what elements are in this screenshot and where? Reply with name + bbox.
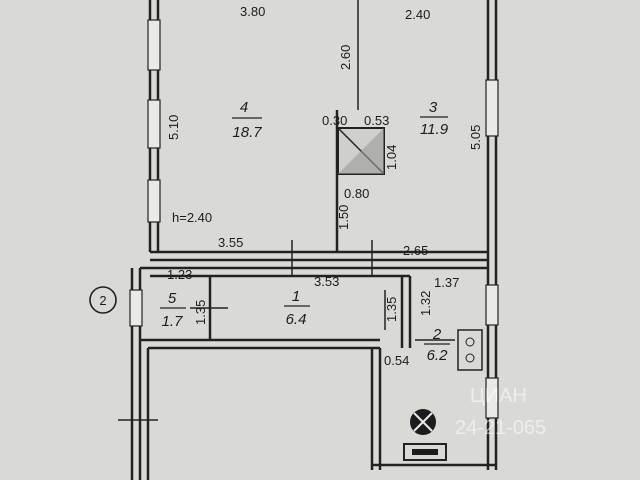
room-4-area: 18.7 xyxy=(232,124,262,141)
stove xyxy=(457,329,483,371)
boiler-cross-b xyxy=(413,412,433,432)
dim-room1-depth: 1.35 xyxy=(384,297,399,322)
dim-right-wall: 5.05 xyxy=(468,125,483,150)
room-1-area: 6.4 xyxy=(286,311,307,328)
watermark: ЦИАН 24-21-065 xyxy=(455,385,546,439)
window-right-3 xyxy=(485,377,499,419)
dim-chimney-b: 0.53 xyxy=(364,113,389,128)
room-2-area: 6.2 xyxy=(427,347,449,364)
dim-top-left: 3.80 xyxy=(240,4,265,19)
room-1-number: 1 xyxy=(292,288,300,305)
room-4-label: 4 18.7 xyxy=(232,99,262,141)
dim-partition-upper: 2.60 xyxy=(338,45,353,70)
dim-room5-depth: 1.35 xyxy=(193,300,208,325)
section-marker: 2 xyxy=(89,286,117,314)
window-right-2 xyxy=(485,284,499,326)
dim-room5-width: 1.23 xyxy=(167,267,192,282)
room-2-number: 2 xyxy=(432,326,442,343)
dim-top-right: 2.40 xyxy=(405,7,430,22)
room-3-number: 3 xyxy=(429,99,438,116)
dim-bottom-left: 3.55 xyxy=(218,235,243,250)
room-5-label: 5 1.7 xyxy=(160,290,186,330)
window-right-1 xyxy=(485,79,499,137)
ceiling-height: h=2.40 xyxy=(172,210,212,225)
room-1-label: 1 6.4 xyxy=(284,288,310,328)
chimney xyxy=(337,127,385,175)
boiler xyxy=(403,409,447,461)
watermark-brand: ЦИАН xyxy=(470,385,527,407)
room-4-number: 4 xyxy=(240,99,248,116)
stove-outline xyxy=(457,329,483,371)
dim-left-wall: 5.10 xyxy=(166,115,181,140)
marker-circle xyxy=(89,286,117,314)
room-3-area: 11.9 xyxy=(420,121,449,138)
window-left-2 xyxy=(147,99,161,149)
window-left-3 xyxy=(147,179,161,223)
dim-room2-depth: 1.32 xyxy=(418,291,433,316)
stove-burner-1 xyxy=(465,337,475,347)
dimension-labels: 3.80 2.40 2.60 5.10 5.05 0.30 0.53 1.04 … xyxy=(166,4,483,368)
dim-room2-width: 1.37 xyxy=(434,275,459,290)
watermark-phone: 24-21-065 xyxy=(455,417,546,439)
window-annex xyxy=(129,289,143,327)
room-5-number: 5 xyxy=(168,290,177,307)
chimney-hatch xyxy=(338,128,384,174)
marker-label: 2 xyxy=(99,293,106,308)
boiler-base xyxy=(403,443,447,461)
dim-partition-lower: 1.50 xyxy=(336,205,351,230)
dimension-lines xyxy=(118,0,455,421)
dim-chimney-a: 0.30 xyxy=(322,113,347,128)
dim-chimney-c: 1.04 xyxy=(384,145,399,170)
dim-chimney-d: 0.80 xyxy=(344,186,369,201)
room-2-label: 2 6.2 xyxy=(424,326,450,364)
windows xyxy=(129,19,499,419)
stove-burner-2 xyxy=(465,353,475,363)
window-left-1 xyxy=(147,19,161,71)
boiler-base-inner xyxy=(412,449,438,455)
dim-room1-width: 3.53 xyxy=(314,274,339,289)
room-3-label: 3 11.9 xyxy=(420,99,449,138)
room-5-area: 1.7 xyxy=(162,313,184,330)
room-labels: 4 18.7 3 11.9 5 1.7 1 6.4 2 6.2 xyxy=(160,99,450,364)
dim-room2-side: 0.54 xyxy=(384,353,409,368)
dim-bottom-right: 2.65 xyxy=(403,243,428,258)
